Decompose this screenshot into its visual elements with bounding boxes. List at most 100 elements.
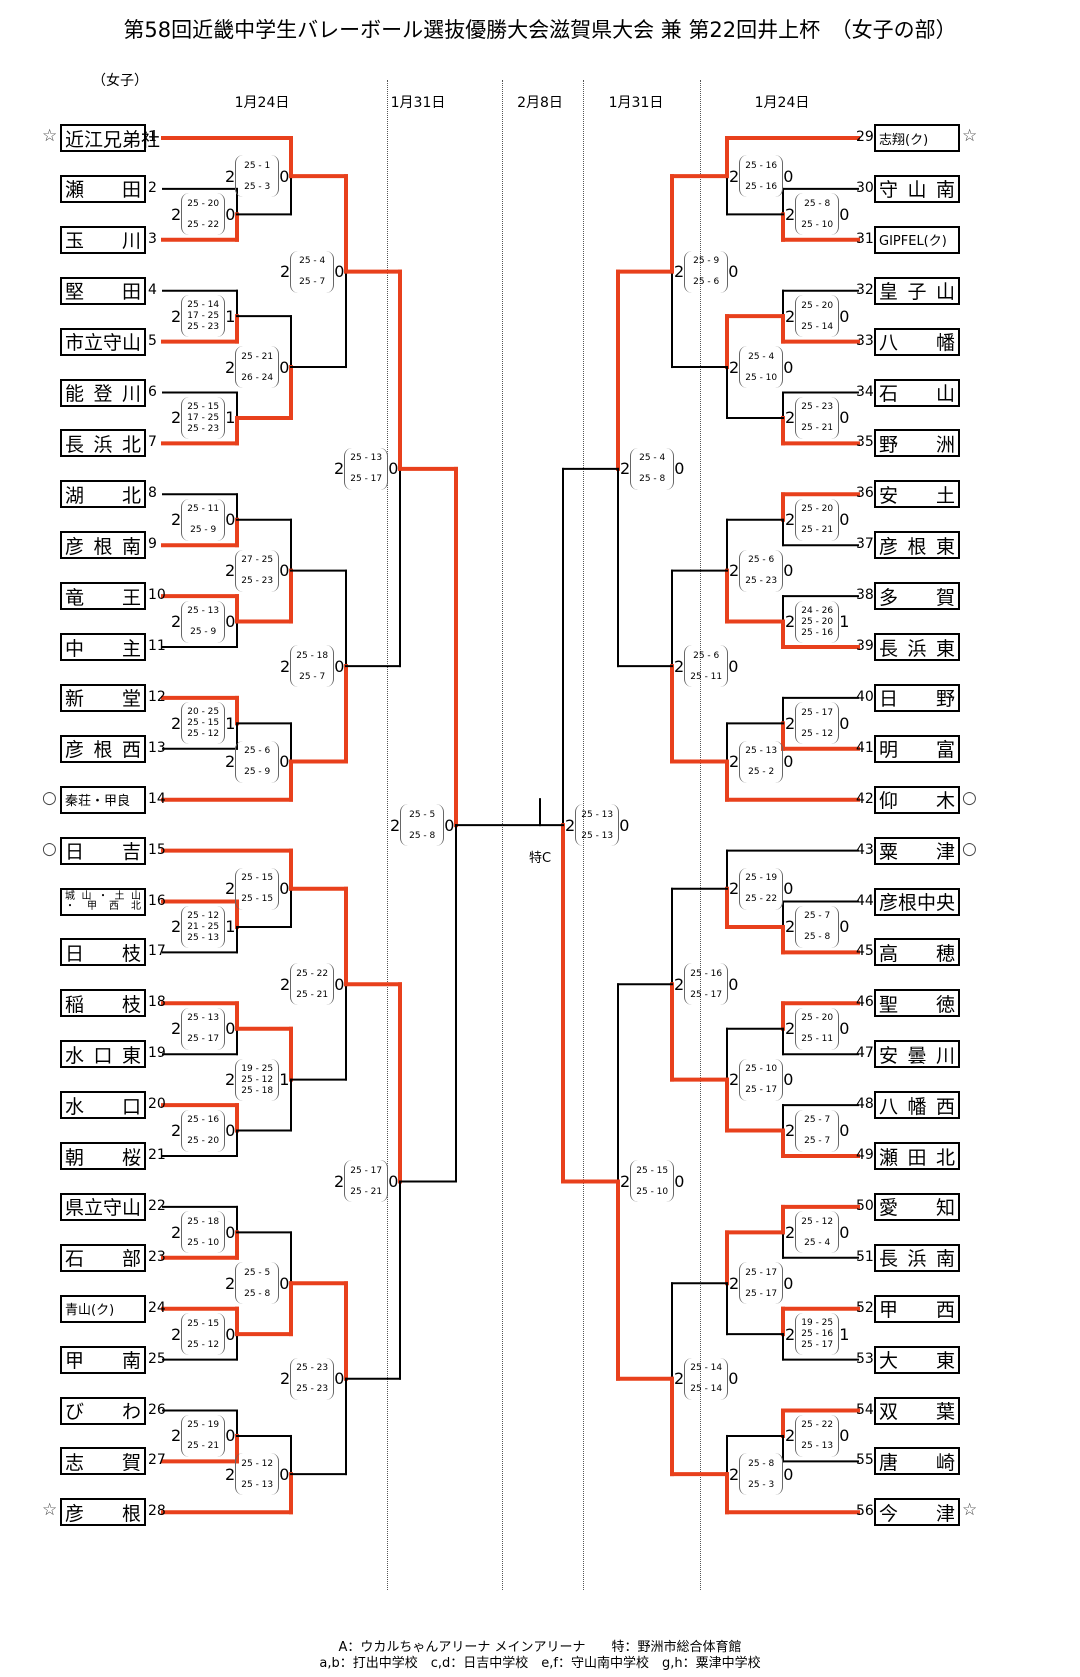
set-score: 25 - 13 [745, 746, 778, 757]
set-score: 25 - 11 [690, 671, 723, 682]
set-score: 25 - 4 [639, 453, 666, 464]
sets-lost: 0 [225, 612, 236, 632]
team-name-box: 長浜東 [874, 633, 960, 661]
team-name: 野洲 [879, 433, 955, 456]
sets-lost: 0 [225, 1222, 236, 1242]
seed-number: 47 [856, 1045, 874, 1062]
sets-won: 2 [225, 879, 236, 899]
team-name-box: 八幡西 [874, 1091, 960, 1120]
team-name: 新堂 [65, 688, 141, 711]
team-name: 瀬田北 [879, 1146, 955, 1169]
team-name-box: 城山・土山・甲西北 [60, 887, 146, 916]
set-score: 25 - 5 [409, 809, 436, 820]
team-name-box: 彦根 [60, 1498, 146, 1527]
team-name: 長浜東 [879, 637, 955, 660]
sets-lost: 0 [279, 752, 290, 772]
set-score: 25 - 12 [187, 1339, 220, 1350]
team-name: 高穂 [879, 942, 955, 965]
team-name: ・甲西北 [65, 900, 141, 912]
set-score: 25 - 21 [187, 1441, 220, 1452]
set-score: 25 - 23 [187, 322, 220, 333]
team-name: 今津 [879, 1502, 955, 1525]
page-title: 第58回近畿中学生バレーボール選抜優勝大会滋賀県大会 兼 第22回井上杯 （女子… [123, 18, 957, 42]
set-score: 25 - 11 [801, 1034, 834, 1045]
set-score: 25 - 8 [639, 474, 666, 485]
sets-lost: 0 [839, 1222, 850, 1242]
set-scores: 25 - 4 25 - 8 [630, 447, 675, 490]
set-score: 25 - 12 [801, 1216, 834, 1227]
team-name: 彦根中央 [879, 892, 956, 914]
seed-number: 7 [148, 434, 157, 451]
seed-number: 30 [856, 179, 874, 196]
set-score: 25 - 14 [690, 1384, 723, 1395]
team-name-box: 秦荘・甲良 [60, 785, 146, 814]
sets-won: 2 [785, 1426, 796, 1446]
team-name-box: 守山南 [874, 174, 960, 203]
team-name-box: 彦根南 [60, 531, 146, 560]
team-name-box: 八幡 [874, 327, 960, 356]
team-name-box: 大東 [874, 1345, 960, 1374]
set-score: 25 - 15 [241, 873, 274, 884]
sets-won: 2 [280, 262, 291, 282]
team-name: 愛知 [879, 1197, 955, 1220]
circle-icon: ○ [42, 787, 57, 808]
sets-won: 2 [674, 974, 685, 994]
sets-won: 2 [785, 612, 796, 632]
set-score: 25 - 4 [804, 1237, 831, 1248]
sets-won: 2 [785, 1324, 796, 1344]
seed-number: 41 [856, 739, 874, 756]
sets-won: 2 [674, 656, 685, 676]
set-score: 25 - 16 [745, 181, 778, 192]
set-score: 25 - 16 [801, 1329, 834, 1340]
sets-lost: 1 [279, 1070, 290, 1090]
sets-won: 2 [729, 879, 740, 899]
set-score: 25 - 3 [748, 1479, 775, 1490]
sets-lost: 1 [225, 306, 236, 326]
seed-number: 32 [856, 281, 874, 298]
set-score: 25 - 16 [690, 968, 723, 979]
team-name-box: 日吉 [60, 836, 146, 865]
seed-number: 25 [148, 1350, 166, 1367]
team-name: 志賀 [65, 1451, 141, 1474]
star-icon: ☆ [42, 1500, 58, 1521]
seed-number: 43 [856, 841, 874, 858]
set-score: 25 - 14 [801, 321, 834, 332]
circle-icon: ○ [962, 838, 977, 859]
sets-lost: 0 [225, 510, 236, 530]
set-score: 25 - 16 [745, 160, 778, 171]
team-name: 粟津 [879, 841, 955, 864]
seed-number: 3 [148, 230, 157, 247]
team-name-box: 多賀 [874, 582, 960, 611]
seed-number: 31 [856, 230, 874, 247]
set-score: 25 - 22 [745, 894, 778, 905]
seed-number: 1 [148, 129, 157, 145]
seed-number: 53 [856, 1350, 874, 1367]
seed-number: 42 [856, 790, 874, 807]
team-name-box: 近江兄弟社 [60, 124, 160, 152]
team-name: 唐崎 [879, 1451, 955, 1474]
set-score: 25 - 1 [244, 160, 271, 171]
sets-won: 2 [171, 510, 182, 530]
set-score: 25 - 8 [409, 830, 436, 841]
set-score: 25 - 11 [187, 504, 220, 515]
set-score: 25 - 9 [244, 767, 271, 778]
sets-lost: 0 [839, 306, 850, 326]
team-name: 彦根 [65, 1502, 141, 1525]
